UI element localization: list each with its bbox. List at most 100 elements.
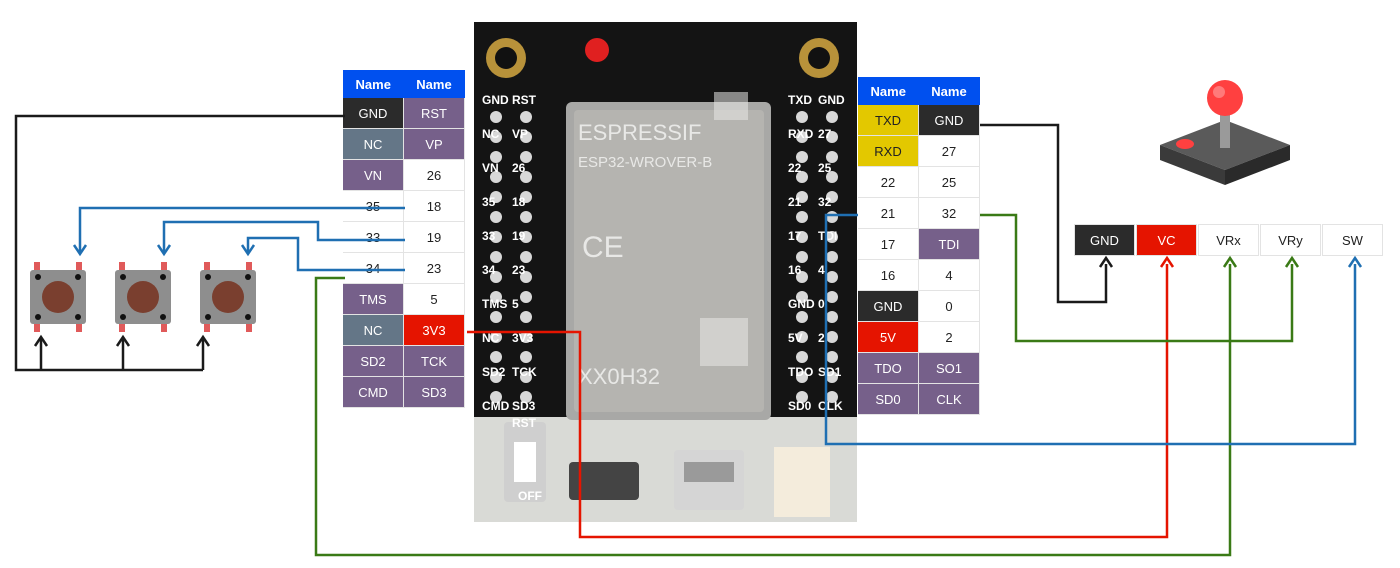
left-table-pin-cell: NC	[343, 314, 404, 346]
silkscreen-label: 18	[512, 195, 526, 209]
silkscreen-label: NC	[482, 331, 500, 345]
left-table-pin-cell: 26	[403, 159, 465, 191]
header-pin	[826, 391, 838, 403]
svg-text:CE: CE	[582, 231, 624, 264]
right-table-pin-cell: CLK	[918, 383, 980, 415]
header-pin	[826, 171, 838, 183]
silkscreen-label: 21	[788, 195, 802, 209]
joystick-pin-3: VRx	[1198, 224, 1259, 256]
silkscreen-label: 34	[482, 263, 496, 277]
header-pin	[520, 271, 532, 283]
header-pin	[826, 351, 838, 363]
left-table-pin-cell: VN	[343, 159, 404, 191]
left-table-pin-cell: RST	[403, 98, 465, 129]
header-pin	[796, 151, 808, 163]
module-name: ESP32-WROVER-B	[578, 154, 712, 171]
left-table-pin-cell: NC	[343, 128, 404, 160]
header-pin	[796, 291, 808, 303]
module-brand: ESPRESSIF	[578, 120, 701, 145]
module-chip-code: XX0H32	[578, 364, 660, 389]
right-table-pin-cell: TDO	[858, 352, 919, 384]
left-table-pin-cell: 35	[343, 190, 404, 222]
right-table-pin-cell: 17	[858, 228, 919, 260]
header-pin	[490, 171, 502, 183]
header-pin	[520, 291, 532, 303]
wire-gpio19-btn2	[162, 220, 405, 254]
header-pin	[796, 131, 808, 143]
header-pin	[490, 231, 502, 243]
header-pin	[490, 311, 502, 323]
header-pin	[826, 271, 838, 283]
wire-gnd-buttons	[14, 114, 345, 372]
silkscreen-label: 17	[788, 229, 802, 243]
right-table-pin-cell: 21	[858, 197, 919, 229]
right-table-pin-cell: 0	[918, 290, 980, 322]
silkscreen-label: TCK	[512, 365, 537, 379]
wire-arrowhead	[240, 244, 256, 257]
right-table-pin-cell: 27	[918, 135, 980, 167]
silkscreen-label: VP	[512, 127, 528, 141]
header-pin	[490, 291, 502, 303]
header-pin	[490, 111, 502, 123]
silkscreen-label: TDO	[788, 365, 813, 379]
header-pin	[490, 151, 502, 163]
header-pin	[796, 331, 808, 343]
header-pin	[826, 231, 838, 243]
wire-arrowhead	[1222, 255, 1238, 268]
header-pin	[520, 171, 532, 183]
header-pin	[826, 131, 838, 143]
header-pin	[490, 211, 502, 223]
header-pin	[826, 291, 838, 303]
header-pin	[520, 111, 532, 123]
silkscreen-label: SD1	[818, 365, 842, 379]
left-table-pin-cell: SD2	[343, 345, 404, 377]
wire-arrowhead	[195, 334, 211, 347]
right-table-header-name-b: Name	[918, 77, 980, 105]
right-table-pin-cell: SD0	[858, 383, 919, 415]
silkscreen-label: 26	[512, 161, 526, 175]
left-table-pin-cell: 5	[403, 283, 465, 315]
wire-arrowhead	[33, 334, 49, 347]
silkscreen-label: 33	[482, 229, 496, 243]
right-table-pin-cell: 16	[858, 259, 919, 291]
left-table-pin-cell: 34	[343, 252, 404, 284]
wire-arrowhead	[115, 334, 131, 347]
jst-connector	[774, 447, 830, 517]
silkscreen-label: TDI	[818, 229, 837, 243]
left-table-pin-cell: 19	[403, 221, 465, 253]
right-table-pin-cell: 4	[918, 259, 980, 291]
header-pin	[490, 391, 502, 403]
silkscreen-label: TMS	[482, 297, 507, 311]
silkscreen-label: 19	[512, 229, 526, 243]
header-pin	[520, 331, 532, 343]
header-pin	[796, 231, 808, 243]
silkscreen-label: 5V	[788, 331, 803, 345]
left-table-header-name-b: Name	[403, 70, 465, 98]
wire-gpio18-btn1	[78, 206, 405, 254]
silkscreen-label: 0	[818, 297, 825, 311]
header-pin	[826, 371, 838, 383]
silkscreen-label: GND	[818, 93, 845, 107]
wire-arrowhead	[72, 244, 88, 257]
header-pin	[490, 371, 502, 383]
right-pin-header	[796, 111, 838, 403]
silkscreen-label: 22	[788, 161, 802, 175]
silkscreen-label: TXD	[788, 93, 812, 107]
